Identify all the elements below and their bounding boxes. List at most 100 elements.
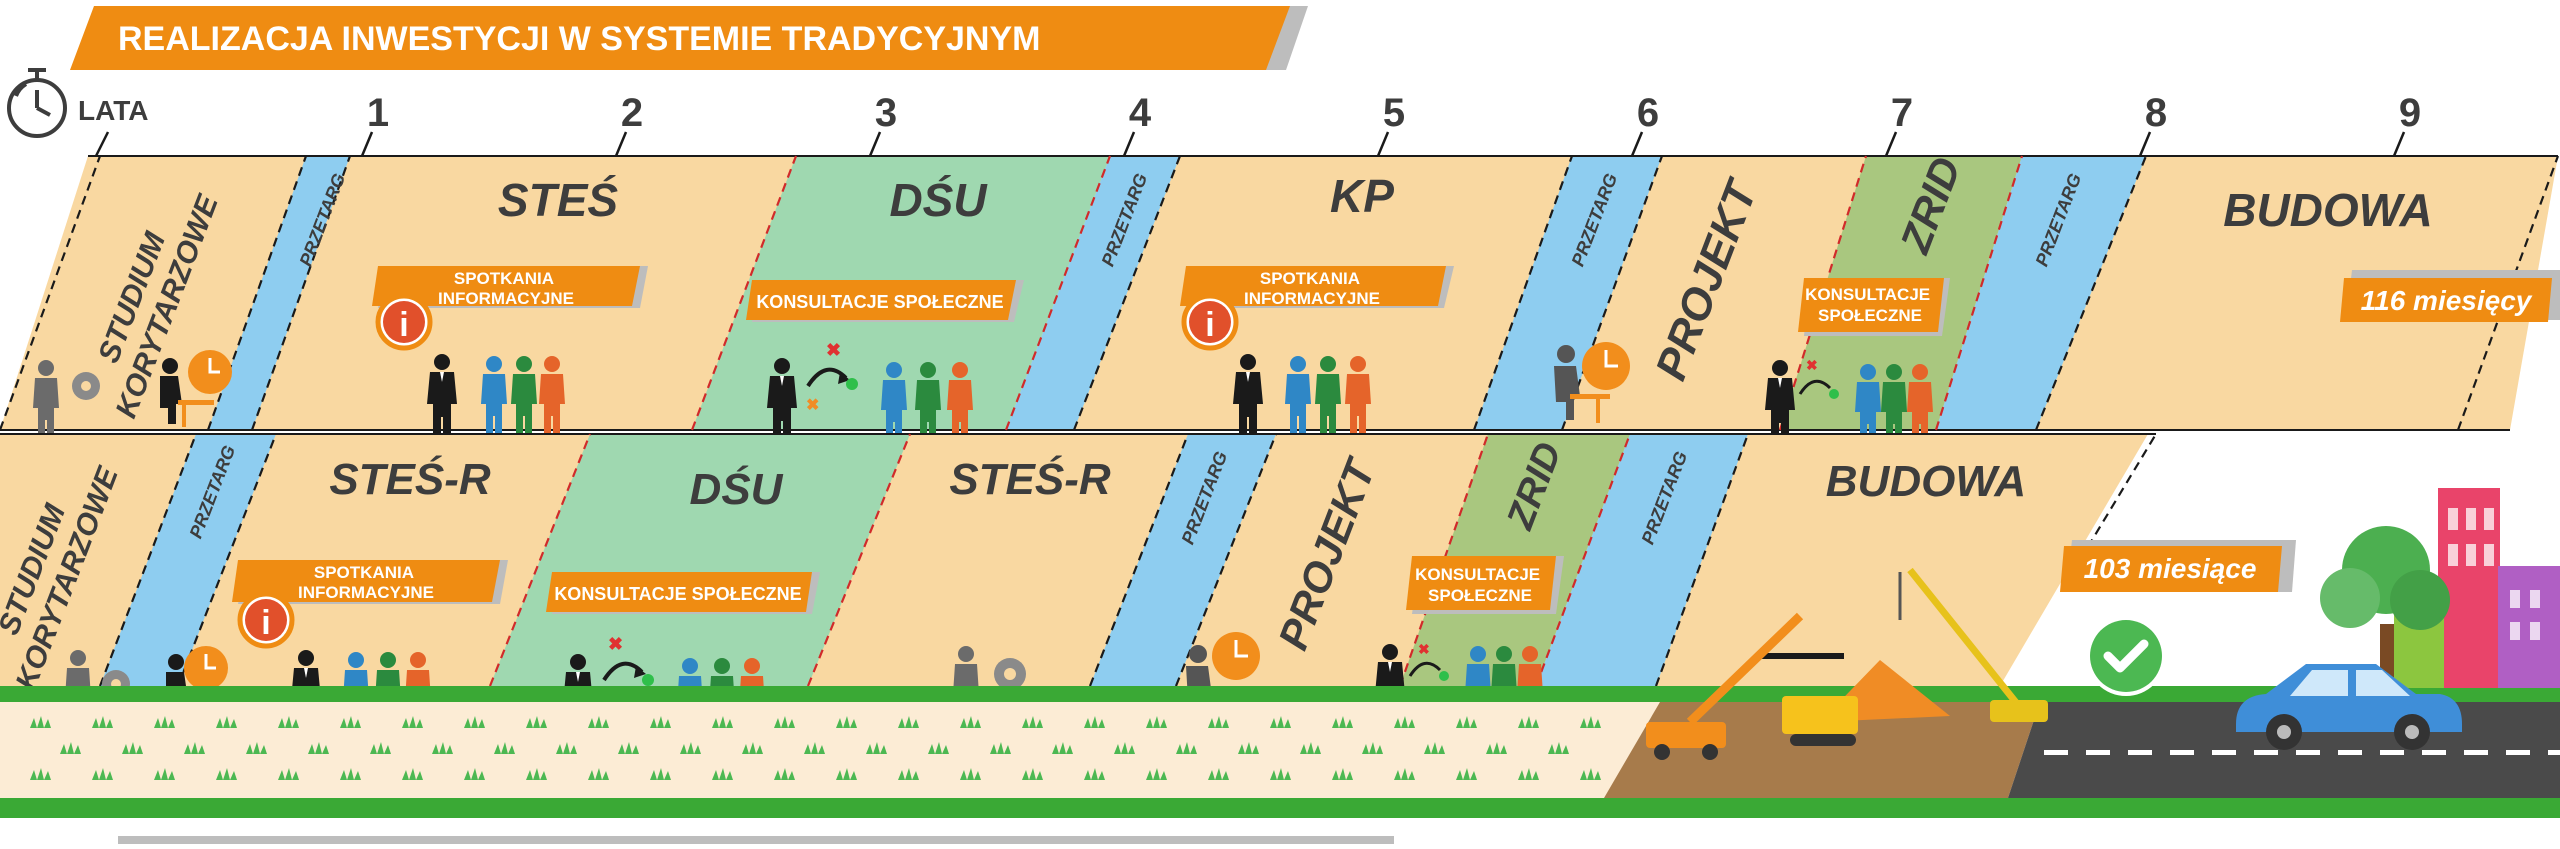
grass-tuft-icon bbox=[588, 768, 609, 780]
grass-tuft-icon bbox=[836, 768, 857, 780]
row2-duration-badge bbox=[2060, 546, 2282, 592]
row1-meeting-1-tag bbox=[372, 266, 640, 306]
grass-tuft-icon bbox=[1084, 716, 1105, 728]
grass-tuft-icon bbox=[990, 742, 1011, 754]
year-tick bbox=[1884, 131, 1898, 157]
grass-tuft-icon bbox=[494, 742, 515, 754]
meadow bbox=[0, 702, 1660, 798]
grass-tuft-icon bbox=[402, 768, 423, 780]
grass-tuft-icon bbox=[1394, 716, 1415, 728]
grass-tuft-icon bbox=[1332, 716, 1353, 728]
grass-tuft-icon bbox=[960, 768, 981, 780]
grass-tuft-icon bbox=[402, 716, 423, 728]
grass-tuft-icon bbox=[1332, 768, 1353, 780]
year-label: 7 bbox=[1891, 91, 1913, 135]
year-tick bbox=[1122, 131, 1136, 157]
grass-tuft-icon bbox=[1518, 768, 1539, 780]
grass-strip bbox=[0, 686, 2560, 702]
grass-tuft-icon bbox=[464, 716, 485, 728]
road-dash bbox=[2338, 750, 2362, 755]
grass-tuft-icon bbox=[650, 716, 671, 728]
row2-stes-r-label-1: STEŚ-R bbox=[329, 454, 491, 504]
grass-tuft-icon bbox=[216, 768, 237, 780]
grass-tufts bbox=[30, 716, 1601, 780]
axis-label: LATA bbox=[78, 95, 149, 126]
grass-tuft-icon bbox=[836, 716, 857, 728]
row1-meeting-2-tag bbox=[1180, 266, 1446, 306]
row1-consultation-2-tag bbox=[1798, 278, 1944, 332]
row1-przetarg-2 bbox=[1006, 156, 1180, 430]
grass-tuft-icon bbox=[432, 742, 453, 754]
page-title: REALIZACJA INWESTYCJI W SYSTEMIE TRADYCY… bbox=[118, 20, 1040, 58]
row2-przetarg-1 bbox=[100, 434, 276, 686]
row-1-events: SPOTKANIA INFORMACYJNE i KONSULTACJE SPO… bbox=[33, 266, 1950, 448]
grass-tuft-icon bbox=[1176, 742, 1197, 754]
row2-meeting-1-tag bbox=[232, 560, 500, 602]
desk-worker-icon bbox=[1554, 342, 1630, 423]
row1-consultation-1-tag bbox=[746, 280, 1016, 320]
year-label: 4 bbox=[1129, 91, 1152, 135]
info-icon: i bbox=[237, 591, 295, 649]
grass-tuft-icon bbox=[1146, 768, 1167, 780]
year-label: 1 bbox=[367, 91, 389, 135]
grass-tuft-icon bbox=[742, 742, 763, 754]
header: REALIZACJA INWESTYCJI W SYSTEMIE TRADYCY… bbox=[70, 6, 1308, 70]
year-tick bbox=[360, 131, 374, 157]
grass-tuft-icon bbox=[928, 742, 949, 754]
road-dash bbox=[2044, 750, 2068, 755]
building-icon bbox=[2498, 566, 2560, 688]
desk-worker-icon bbox=[160, 350, 232, 427]
year-tick bbox=[1630, 131, 1644, 157]
row2-dsu-label: DŚU bbox=[690, 464, 784, 514]
car-icon bbox=[2236, 664, 2462, 750]
grass-tuft-icon bbox=[1146, 716, 1167, 728]
accept-dot-icon bbox=[846, 378, 858, 390]
road-dash bbox=[2086, 750, 2110, 755]
row1-meeting-2-text: SPOTKANIA INFORMACYJNE bbox=[1244, 269, 1380, 308]
road-dash bbox=[2422, 750, 2446, 755]
info-icon: i bbox=[375, 293, 433, 351]
row1-budowa-label: BUDOWA bbox=[2223, 184, 2433, 236]
grass-tuft-icon bbox=[1518, 716, 1539, 728]
year-tick bbox=[868, 131, 882, 157]
row-2-phases: STUDIUM KORYTARZOWE PRZETARG PRZETARG PR… bbox=[0, 433, 2296, 694]
stopwatch-icon bbox=[7, 68, 67, 138]
row1-dsu-label: DŚU bbox=[889, 174, 988, 226]
grass-tuft-icon bbox=[1208, 716, 1229, 728]
row1-dividers bbox=[0, 155, 2560, 431]
row1-przetarg-4 bbox=[1936, 156, 2146, 430]
road-dash bbox=[2170, 750, 2194, 755]
svg-text:✖: ✖ bbox=[1806, 357, 1818, 373]
road-dash bbox=[2548, 750, 2560, 755]
road-dash bbox=[2464, 750, 2488, 755]
row1-consultation-1-text: KONSULTACJE SPOŁECZNE bbox=[756, 292, 1003, 312]
row2-budowa-label: BUDOWA bbox=[1826, 457, 2026, 506]
grass-tuft-icon bbox=[1580, 768, 1601, 780]
row2-consultation-2-text: KONSULTACJE SPOŁECZNE bbox=[1415, 565, 1545, 605]
grass-tuft-icon bbox=[866, 742, 887, 754]
grass-tuft-icon bbox=[246, 742, 267, 754]
grass-tuft-icon bbox=[526, 768, 547, 780]
row1-przetarg-3 bbox=[1474, 156, 1662, 430]
grass-tuft-icon bbox=[92, 768, 113, 780]
row1-stes-label: STEŚ bbox=[498, 174, 618, 226]
grass-tuft-icon bbox=[650, 768, 671, 780]
grass-tuft-icon bbox=[588, 716, 609, 728]
year-label: 3 bbox=[875, 91, 897, 135]
year-label: 9 bbox=[2399, 91, 2421, 135]
svg-text:✖: ✖ bbox=[806, 397, 819, 414]
grass-tuft-icon bbox=[774, 768, 795, 780]
road-dash bbox=[2506, 750, 2530, 755]
grass-tuft-icon bbox=[1424, 742, 1445, 754]
row2-consultation-1-text: KONSULTACJE SPOŁECZNE bbox=[554, 584, 801, 604]
consultation-people-icon: ✖ ✖ bbox=[563, 634, 765, 742]
grass-tuft-icon bbox=[1208, 768, 1229, 780]
analyst-gears-icon bbox=[33, 360, 100, 444]
grass-tuft-icon bbox=[370, 742, 391, 754]
road-dash bbox=[2296, 750, 2320, 755]
grass-tuft-icon bbox=[1580, 716, 1601, 728]
grass-tuft-icon bbox=[712, 768, 733, 780]
grass-tuft-icon bbox=[898, 768, 919, 780]
year-tick bbox=[2392, 131, 2406, 157]
